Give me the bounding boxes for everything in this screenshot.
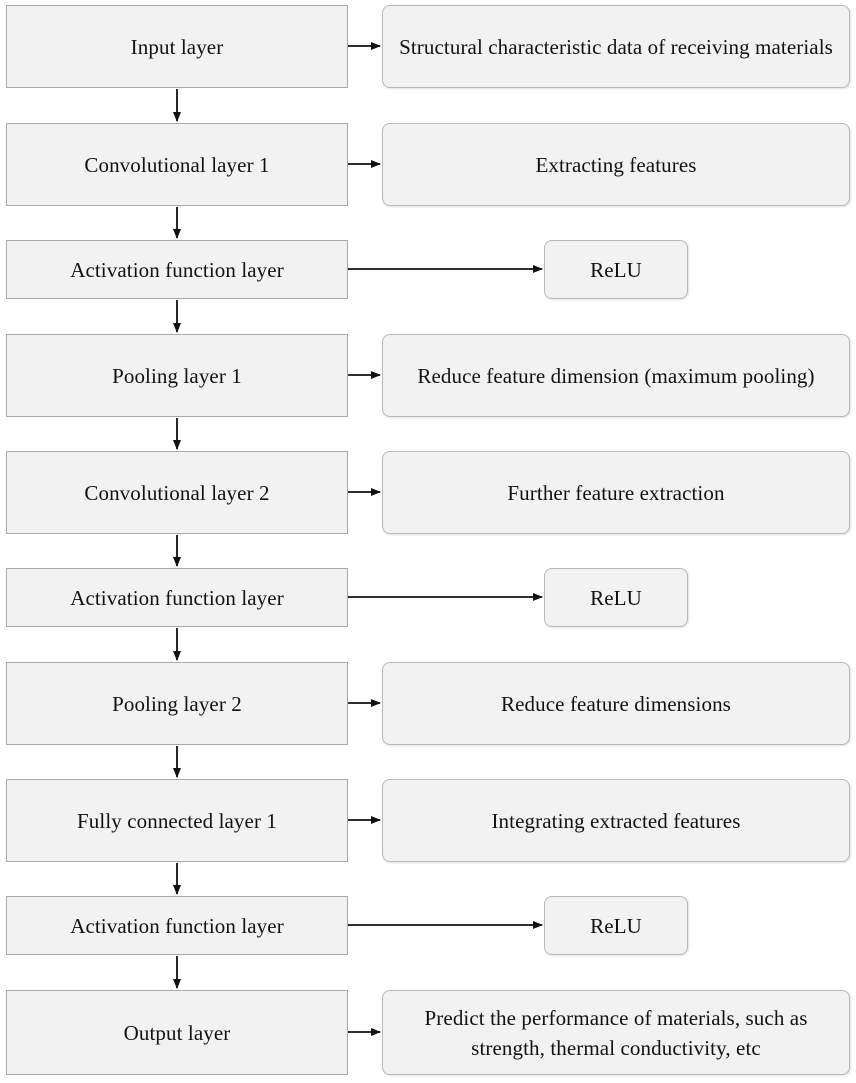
layer-box-output: Output layer bbox=[6, 990, 348, 1075]
description-label: Reduce feature dimensions bbox=[501, 691, 731, 716]
layer-label: Activation function layer bbox=[70, 585, 284, 610]
description-label: Structural characteristic data of receiv… bbox=[399, 34, 833, 59]
layer-label: Activation function layer bbox=[70, 257, 284, 282]
layer-box-convolutional-2: Convolutional layer 2 bbox=[6, 451, 348, 534]
description-box-convolutional-1: Extracting features bbox=[382, 123, 850, 206]
layer-label: Pooling layer 2 bbox=[112, 691, 242, 716]
description-label: ReLU bbox=[590, 257, 642, 282]
description-label: ReLU bbox=[590, 585, 642, 610]
layer-box-convolutional-1: Convolutional layer 1 bbox=[6, 123, 348, 206]
description-label: Integrating extracted features bbox=[491, 808, 741, 833]
description-box-relu-3: ReLU bbox=[544, 896, 688, 955]
layer-label: Fully connected layer 1 bbox=[77, 808, 277, 833]
description-label: Reduce feature dimension (maximum poolin… bbox=[417, 363, 815, 388]
layer-box-fully-connected-1: Fully connected layer 1 bbox=[6, 779, 348, 862]
description-box-pooling-1: Reduce feature dimension (maximum poolin… bbox=[382, 334, 850, 417]
layer-label: Output layer bbox=[123, 1020, 231, 1045]
description-box-pooling-2: Reduce feature dimensions bbox=[382, 662, 850, 745]
description-box-fully-connected-1: Integrating extracted features bbox=[382, 779, 850, 862]
description-label: Predict the performance of materials, su… bbox=[424, 1005, 808, 1060]
description-label: Extracting features bbox=[535, 152, 697, 177]
description-label: ReLU bbox=[590, 913, 642, 938]
description-box-output: Predict the performance of materials, su… bbox=[382, 990, 850, 1075]
description-label: Further feature extraction bbox=[507, 480, 725, 505]
description-box-convolutional-2: Further feature extraction bbox=[382, 451, 850, 534]
layer-box-activation-2: Activation function layer bbox=[6, 568, 348, 627]
layer-box-activation-1: Activation function layer bbox=[6, 240, 348, 299]
layer-label: Convolutional layer 2 bbox=[84, 480, 270, 505]
description-box-relu-2: ReLU bbox=[544, 568, 688, 627]
layer-label: Input layer bbox=[130, 34, 224, 59]
layer-box-input: Input layer bbox=[6, 5, 348, 88]
layer-label: Pooling layer 1 bbox=[112, 363, 242, 388]
layer-box-pooling-1: Pooling layer 1 bbox=[6, 334, 348, 417]
layer-box-activation-3: Activation function layer bbox=[6, 896, 348, 955]
layer-label: Activation function layer bbox=[70, 913, 284, 938]
description-box-relu-1: ReLU bbox=[544, 240, 688, 299]
description-box-input: Structural characteristic data of receiv… bbox=[382, 5, 850, 88]
layer-box-pooling-2: Pooling layer 2 bbox=[6, 662, 348, 745]
layer-label: Convolutional layer 1 bbox=[84, 152, 270, 177]
